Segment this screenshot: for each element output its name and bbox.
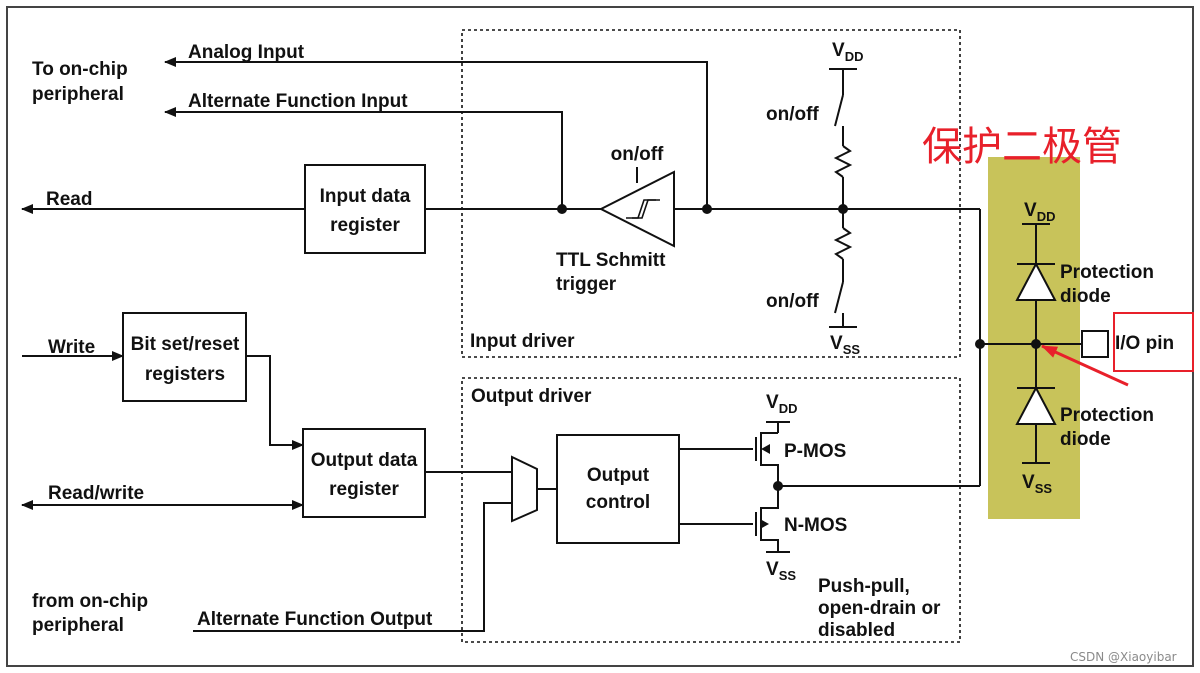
vss-label-pulldown: VSS	[830, 333, 860, 357]
analog-input-label: Analog Input	[188, 42, 305, 63]
watermark: CSDN @Xiaoyibar	[1070, 650, 1177, 664]
push-pull-label-3: disabled	[818, 620, 895, 641]
bit-set-reset-label-2: registers	[145, 364, 225, 385]
read-label: Read	[46, 189, 92, 210]
protection-highlight	[988, 157, 1080, 519]
output-driver-label: Output driver	[471, 386, 592, 407]
input-data-register-label-2: register	[330, 215, 400, 236]
pull-up-network	[829, 68, 857, 209]
pull-down-on-off-label: on/off	[766, 291, 819, 312]
output-data-register-label-1: Output data	[311, 450, 418, 471]
push-pull-label-1: Push-pull,	[818, 576, 910, 597]
output-data-register	[302, 428, 426, 518]
output-wires	[21, 351, 980, 632]
output-data-register-label-2: register	[329, 479, 399, 500]
input-driver-label: Input driver	[470, 331, 575, 352]
output-multiplexer	[511, 455, 538, 523]
to-peripheral-label-1: To on-chip	[32, 59, 128, 80]
nmos-transistor	[755, 486, 790, 553]
io-pin-square	[1081, 330, 1109, 358]
output-control-label-2: control	[586, 492, 650, 513]
protection-diode-top-label-1: Protection	[1060, 262, 1154, 283]
pull-up-on-off-label: on/off	[766, 104, 819, 125]
pull-down-network	[829, 209, 857, 328]
vss-label-diode: VSS	[1022, 472, 1052, 496]
alt-function-output-label: Alternate Function Output	[197, 609, 433, 630]
output-control-label-1: Output	[587, 465, 650, 486]
junction-dots	[557, 204, 1041, 491]
vdd-label-pullup: VDD	[832, 40, 863, 64]
protection-diode-bottom-label-1: Protection	[1060, 405, 1154, 426]
output-driver-region	[461, 377, 961, 643]
read-write-label: Read/write	[48, 483, 144, 504]
pmos-transistor	[755, 421, 790, 486]
alt-function-input-label: Alternate Function Input	[188, 91, 408, 112]
write-label: Write	[48, 337, 95, 358]
protection-diodes	[1015, 223, 1057, 464]
io-pin-highlight-box	[1113, 312, 1194, 372]
schmitt-trigger-label-2: trigger	[556, 274, 617, 295]
nmos-label: N-MOS	[784, 515, 847, 536]
vdd-label-diode: VDD	[1024, 200, 1055, 224]
push-pull-label-2: open-drain or	[818, 598, 941, 619]
pmos-label: P-MOS	[784, 441, 846, 462]
output-control-block	[556, 434, 680, 544]
schmitt-trigger-symbol	[598, 170, 675, 248]
to-peripheral-label-2: peripheral	[32, 84, 124, 105]
from-peripheral-label-2: peripheral	[32, 615, 124, 636]
io-pin-label: I/O pin	[1115, 333, 1174, 354]
chinese-annotation: 保护二极管	[922, 124, 1122, 170]
vdd-label-pmos: VDD	[766, 392, 797, 416]
from-peripheral-label-1: from on-chip	[32, 591, 148, 612]
vss-label-nmos: VSS	[766, 559, 796, 583]
schmitt-on-off-label: on/off	[611, 144, 664, 165]
bit-set-reset-label-1: Bit set/reset	[131, 334, 240, 355]
input-data-register	[304, 164, 426, 254]
protection-diode-bottom-label-2: diode	[1060, 429, 1111, 450]
input-data-register-label-1: Input data	[320, 186, 411, 207]
protection-diode-top-label-2: diode	[1060, 286, 1111, 307]
schmitt-trigger-label-1: TTL Schmitt	[556, 250, 666, 271]
annotation-arrow	[1041, 344, 1129, 387]
input-driver-region	[461, 29, 961, 358]
bit-set-reset-registers	[122, 312, 247, 402]
